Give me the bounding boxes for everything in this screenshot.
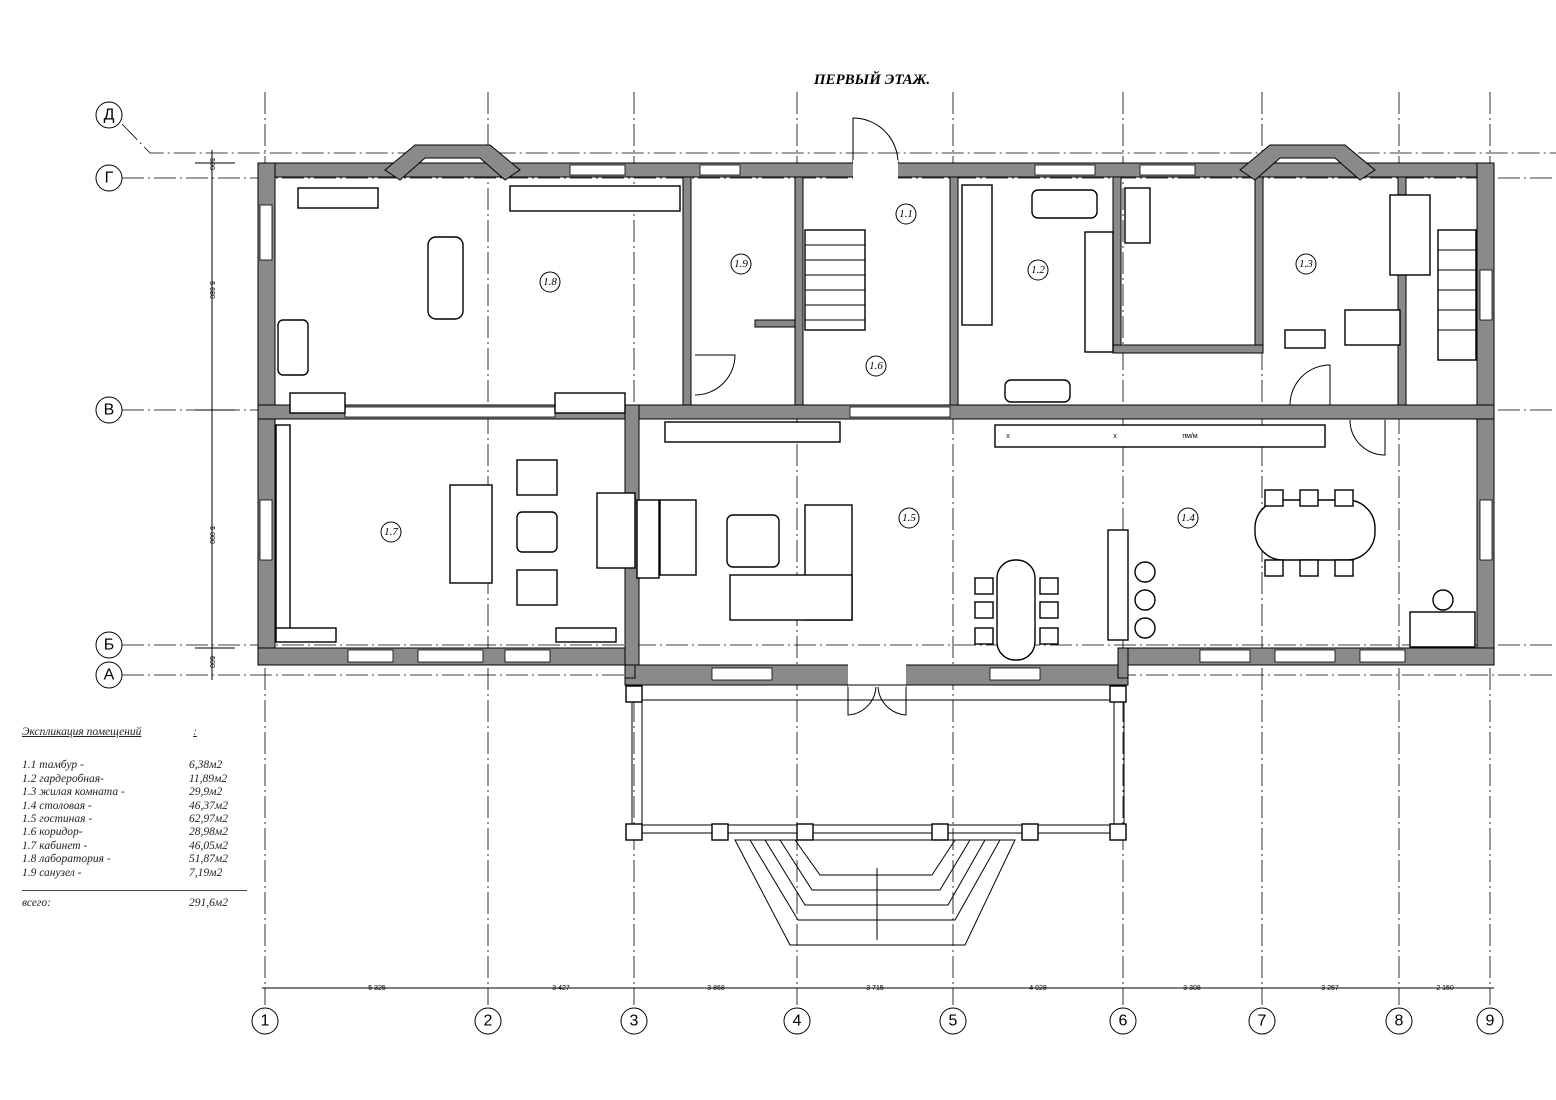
svg-text:2 150: 2 150: [1436, 985, 1454, 992]
svg-text:А: А: [104, 667, 115, 684]
svg-text:6: 6: [1119, 1013, 1128, 1030]
row-axis-labels: Д Г В Б А: [95, 101, 123, 689]
room-label: 1.9: [734, 258, 748, 270]
svg-text:500: 500: [208, 656, 215, 668]
svg-text:1: 1: [261, 1013, 270, 1030]
bay-windows: [384, 144, 1376, 181]
svg-text:4: 4: [793, 1013, 802, 1030]
legend-row: 1.5 гостиная -62,97м2: [22, 813, 228, 826]
room-label: 1.2: [1031, 264, 1045, 276]
svg-text:3 308: 3 308: [1183, 985, 1201, 992]
svg-text:5 325: 5 325: [368, 985, 386, 992]
room-label: 1.4: [1181, 512, 1195, 524]
svg-text:х: х: [1006, 433, 1010, 440]
horizontal-dimensions: 5 325 3 427 3 868 3 715 4 028 3 308 3 25…: [262, 985, 1494, 992]
room-label: 1.8: [543, 276, 557, 288]
vertical-dimensions: 500 5 680 5 000 500: [195, 150, 235, 680]
veranda: [625, 684, 1127, 841]
entrance-steps: [734, 839, 1016, 946]
svg-text:8: 8: [1395, 1013, 1404, 1030]
room-label: 1.1: [899, 208, 913, 220]
stairs: [804, 229, 1477, 361]
room-label: 1.7: [384, 526, 398, 538]
legend-row: 1.6 коридор-28,98м2: [22, 826, 228, 839]
room-schedule: Экспликация помещений: 1.1 тамбур -6,38м…: [22, 726, 247, 910]
svg-text:500: 500: [208, 158, 215, 170]
svg-text:4 028: 4 028: [1029, 985, 1047, 992]
svg-text:В: В: [104, 402, 115, 419]
legend-row: 1.7 кабинет -46,05м2: [22, 839, 228, 852]
legend-total: всего:291,6м2: [22, 890, 247, 910]
doors: [694, 117, 1386, 716]
legend-row: 1.1 тамбур -6,38м2: [22, 759, 223, 772]
svg-text:2: 2: [484, 1013, 493, 1030]
furniture: [275, 184, 1476, 661]
legend-header: Экспликация помещений: [22, 726, 142, 738]
plan-title: ПЕРВЫЙ ЭТАЖ.: [813, 70, 930, 88]
svg-text:9: 9: [1486, 1013, 1495, 1030]
legend-row: 1.4 столовая -46,37м2: [22, 799, 228, 812]
kitchen-labels: х х пм/м: [1006, 433, 1198, 440]
svg-text:5 000: 5 000: [208, 526, 215, 544]
svg-text:3 427: 3 427: [552, 985, 570, 992]
svg-text:5: 5: [949, 1013, 958, 1030]
svg-text:5 680: 5 680: [208, 281, 215, 299]
room-label: 1.6: [869, 360, 883, 372]
svg-text:пм/м: пм/м: [1182, 433, 1198, 440]
svg-text:7: 7: [1258, 1013, 1267, 1030]
svg-text:3: 3: [630, 1013, 639, 1030]
svg-text:Г: Г: [105, 170, 114, 187]
svg-text:3 257: 3 257: [1321, 985, 1339, 992]
room-label: 1.3: [1299, 258, 1313, 270]
svg-text:3 868: 3 868: [707, 985, 725, 992]
svg-text:Б: Б: [104, 637, 115, 654]
legend-row: 1.8 лаборатория -51,87м2: [22, 853, 228, 866]
legend-row: 1.9 санузел -7,19м2: [22, 866, 223, 879]
svg-text:3 715: 3 715: [866, 985, 884, 992]
legend-row: 1.2 гардеробная-11,89м2: [22, 772, 228, 785]
svg-text:х: х: [1113, 433, 1117, 440]
legend-row: 1.3 жилая комната -29,9м2: [22, 786, 223, 799]
column-axis-labels: 1 2 3 4 5 6 7 8 9: [251, 1007, 1504, 1035]
room-label: 1.5: [902, 512, 916, 524]
svg-text:Д: Д: [104, 107, 115, 124]
room-labels: 1.1 1.2 1.3 1.4 1.5 1.6 1.7 1.8 1.9: [380, 203, 1317, 543]
